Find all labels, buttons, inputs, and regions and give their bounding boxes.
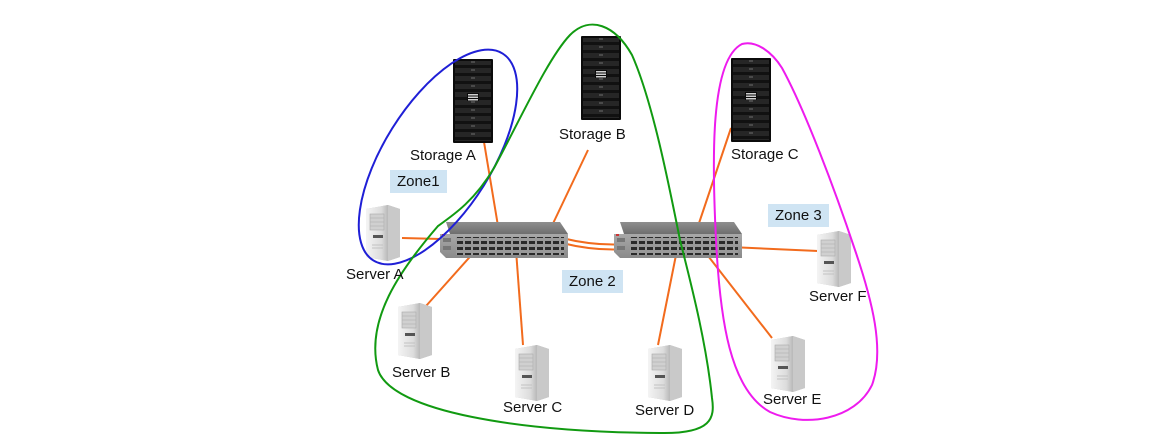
- server-e-icon: [770, 335, 806, 393]
- switch-1: [440, 222, 568, 258]
- link-server-f-switch-2: [729, 246, 819, 252]
- zone1-label: Zone1: [390, 170, 447, 193]
- link-storage-c-switch-2: [693, 127, 732, 239]
- server-f-label: Server F: [809, 288, 867, 305]
- storage-a-icon: [453, 59, 493, 143]
- server-c-label: Server C: [503, 399, 563, 416]
- server-a-icon: [365, 204, 401, 262]
- link-server-d-switch-2: [657, 254, 677, 346]
- zone3-boundary: [712, 42, 879, 421]
- server-c-icon: [514, 344, 550, 402]
- link-server-c-switch-1: [515, 249, 524, 346]
- server-d-icon: [647, 344, 683, 402]
- links: [401, 127, 819, 346]
- zone2-label: Zone 2: [562, 270, 623, 293]
- server-d-label: Server D: [635, 402, 695, 419]
- server-a-label: Server A: [346, 266, 404, 283]
- zone3-label: Zone 3: [768, 204, 829, 227]
- server-b-icon: [397, 302, 433, 360]
- server-f-icon: [816, 230, 852, 288]
- zone1-boundary: [357, 48, 519, 266]
- zone2-boundary: [374, 23, 714, 435]
- storage-c-icon: [731, 58, 771, 142]
- server-b-label: Server B: [392, 364, 451, 381]
- server-e-label: Server E: [763, 391, 822, 408]
- storage-a-label: Storage A: [410, 147, 476, 164]
- storage-b-icon: [581, 36, 621, 120]
- link-server-e-switch-2: [704, 251, 773, 339]
- link-server-b-switch-1: [425, 249, 477, 307]
- storage-b-label: Storage B: [559, 126, 626, 143]
- link-storage-b-switch-1: [547, 149, 589, 235]
- storage-c-label: Storage C: [731, 146, 799, 163]
